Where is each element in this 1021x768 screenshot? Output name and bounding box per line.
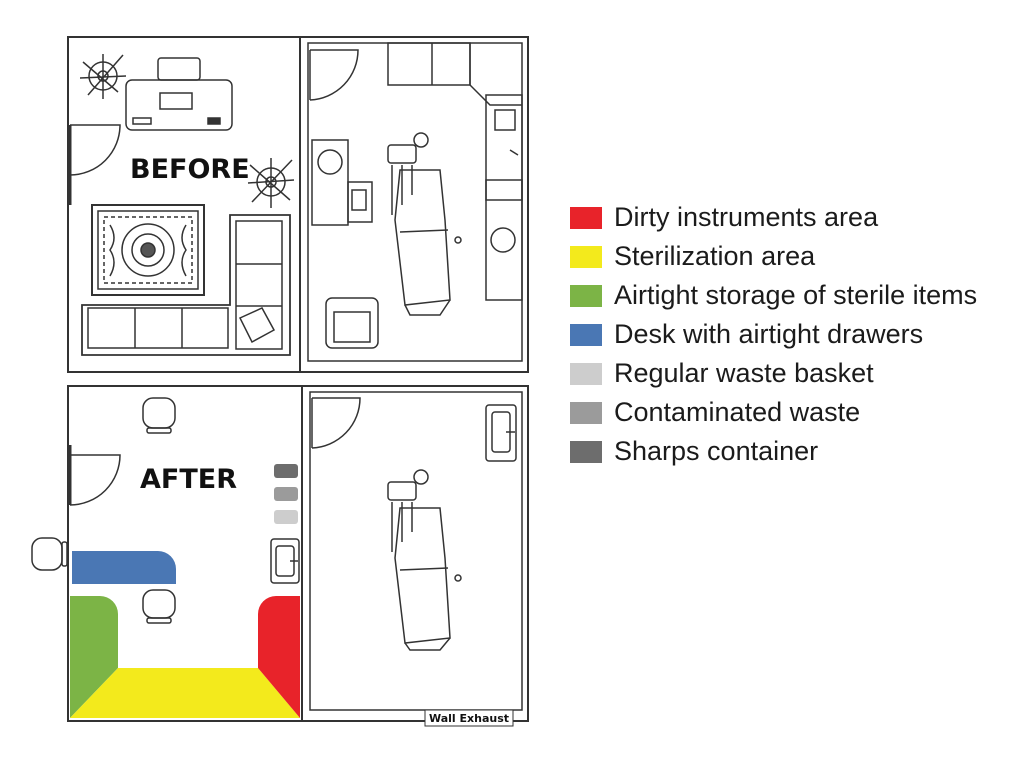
chair-icon bbox=[31, 537, 68, 571]
legend-item: Airtight storage of sterile items bbox=[570, 276, 977, 315]
legend-label: Sterilization area bbox=[614, 241, 816, 271]
before-armchair bbox=[325, 297, 379, 349]
legend-label: Airtight storage of sterile items bbox=[614, 280, 978, 310]
before-left-counter bbox=[311, 139, 373, 226]
sectional-sofa bbox=[81, 214, 291, 356]
before-treatment-door bbox=[309, 49, 359, 101]
plant-icon bbox=[247, 158, 295, 208]
legend-label: Regular waste basket bbox=[614, 358, 874, 388]
plant-icon bbox=[79, 54, 127, 99]
regular-waste-basket bbox=[274, 510, 298, 524]
sterile-storage-zone bbox=[70, 596, 118, 718]
before-treatment-room bbox=[307, 42, 523, 362]
before-label: BEFORE bbox=[130, 154, 250, 185]
sink-icon bbox=[317, 149, 343, 175]
sterilization-zone bbox=[70, 668, 300, 718]
dirty-instruments-zone bbox=[258, 596, 300, 718]
after-dental-chair bbox=[387, 469, 462, 651]
legend-label: Dirty instruments area bbox=[614, 202, 879, 232]
after-plan: AFTER bbox=[31, 385, 529, 727]
reception-desk bbox=[125, 57, 233, 131]
before-dental-chair bbox=[387, 132, 462, 316]
after-treatment-door bbox=[311, 397, 361, 449]
legend-item: Contaminated waste bbox=[570, 393, 977, 432]
contaminated-waste-bin bbox=[274, 487, 298, 501]
legend-item: Sharps container bbox=[570, 432, 977, 471]
before-right-counter bbox=[485, 94, 523, 301]
legend-label: Desk with airtight drawers bbox=[614, 319, 924, 349]
sink-icon bbox=[270, 538, 300, 584]
sharps-container bbox=[274, 464, 298, 478]
legend-swatch bbox=[570, 440, 602, 463]
chair-icon bbox=[142, 589, 176, 624]
chair-icon bbox=[142, 397, 176, 434]
legend-item: Desk with airtight drawers bbox=[570, 315, 977, 354]
legend-swatch bbox=[570, 323, 602, 346]
before-outer-wall bbox=[67, 36, 529, 373]
zones bbox=[70, 551, 300, 718]
desk-zone bbox=[72, 551, 176, 584]
legend: Dirty instruments area Sterilization are… bbox=[570, 198, 977, 471]
legend-label: Sharps container bbox=[614, 436, 819, 466]
legend-item: Regular waste basket bbox=[570, 354, 977, 393]
ornamental-rug bbox=[91, 204, 205, 296]
before-plan: BEFORE bbox=[67, 36, 529, 373]
after-treatment-room bbox=[309, 391, 523, 711]
before-upper-cabinets bbox=[387, 42, 522, 106]
before-entrance-door bbox=[68, 124, 121, 205]
wall-exhaust-label: Wall Exhaust bbox=[429, 712, 509, 725]
legend-item: Sterilization area bbox=[570, 237, 977, 276]
sink-icon bbox=[490, 227, 516, 253]
legend-swatch bbox=[570, 284, 602, 307]
after-entrance-door bbox=[68, 445, 121, 506]
legend-swatch bbox=[570, 206, 602, 229]
after-outer-wall bbox=[67, 385, 529, 722]
sink-icon bbox=[485, 404, 517, 462]
legend-item: Dirty instruments area bbox=[570, 198, 977, 237]
legend-swatch bbox=[570, 245, 602, 268]
cushion bbox=[238, 307, 276, 344]
legend-swatch bbox=[570, 401, 602, 424]
wall-exhaust-tag: Wall Exhaust bbox=[424, 709, 514, 727]
after-label: AFTER bbox=[140, 464, 237, 495]
legend-swatch bbox=[570, 362, 602, 385]
legend-label: Contaminated waste bbox=[614, 397, 861, 427]
